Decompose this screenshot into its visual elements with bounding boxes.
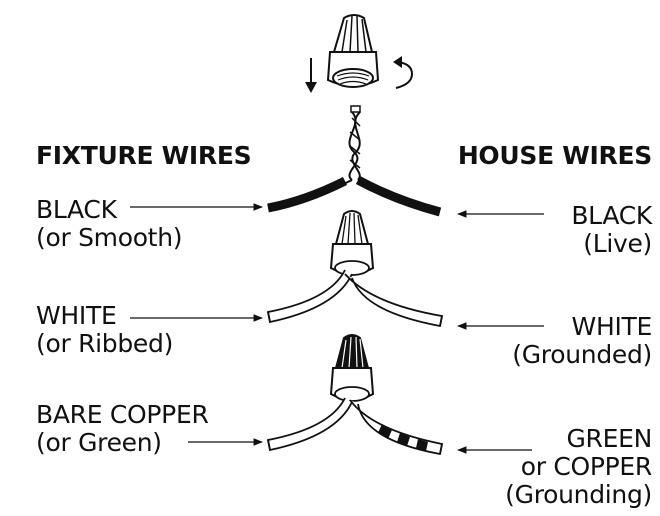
fixture-ground-label: BARE COPPER [36, 400, 209, 429]
house-black-label: BLACK [571, 201, 652, 230]
wire-nut-middle-icon [329, 210, 375, 276]
push-down-arrow-icon [305, 58, 317, 93]
house-white-label: WHITE [571, 312, 653, 341]
house-ground-sublabel: or COPPER [520, 452, 653, 481]
fixture-white-sublabel: (or Ribbed) [36, 329, 174, 358]
twisted-wires-icon [348, 105, 361, 181]
wire-nut-top-icon [326, 14, 380, 88]
ground-wires [266, 397, 444, 456]
house-ground-label: GREEN [566, 424, 652, 453]
fixture-white-label: WHITE [36, 301, 117, 330]
black-wires [267, 176, 442, 217]
twist-rotation-arrow-icon [393, 56, 414, 89]
white-wires [266, 269, 444, 328]
wire-nut-bottom-icon [329, 334, 375, 402]
fixture-black-label: BLACK [36, 195, 117, 224]
house-ground-sublabel-2: (Grounding) [505, 480, 652, 509]
house-wires-heading: HOUSE WIRES [457, 141, 652, 170]
fixture-ground-sublabel: (or Green) [36, 428, 162, 457]
house-white-sublabel: (Grounded) [512, 340, 652, 369]
fixture-wires-heading: FIXTURE WIRES [36, 141, 252, 170]
fixture-black-sublabel: (or Smooth) [36, 223, 183, 252]
house-black-sublabel: (Live) [583, 229, 652, 258]
